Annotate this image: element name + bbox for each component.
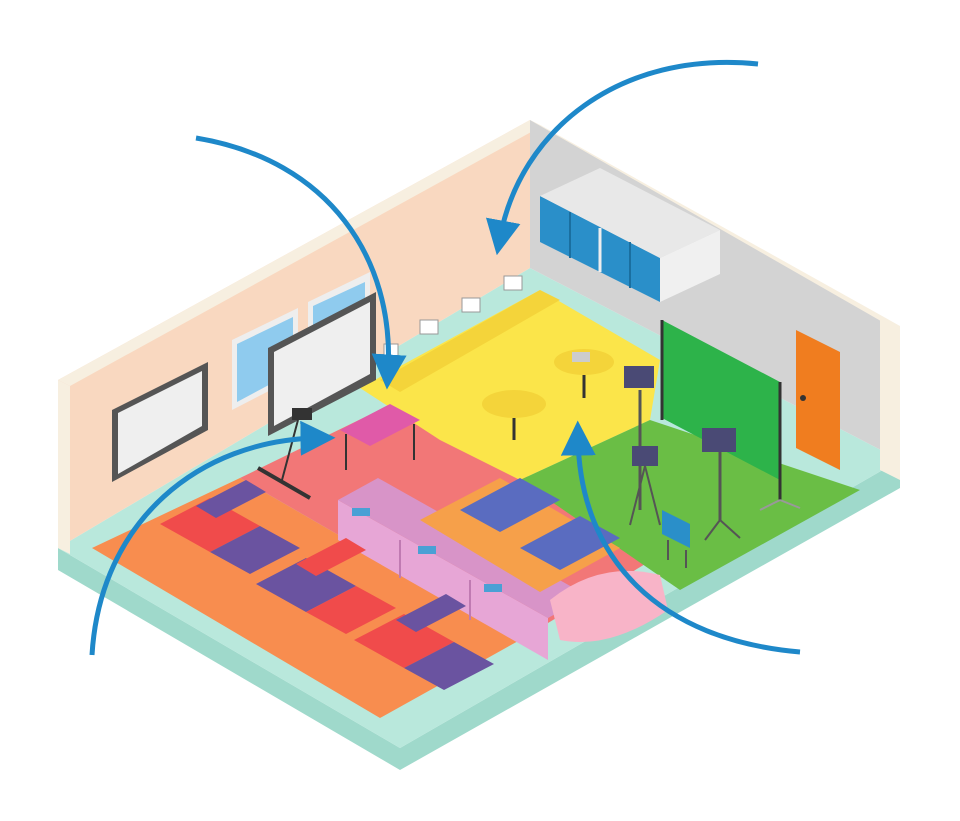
- studio-light-icon: [702, 428, 736, 452]
- book-icon: [418, 546, 436, 554]
- camera-icon: [632, 446, 658, 466]
- traditional-desks: [160, 480, 494, 690]
- wall-cabinets: [540, 168, 720, 302]
- laptop-icon: [461, 297, 481, 313]
- laptop-icon: [503, 275, 523, 291]
- presentation-table: [340, 404, 420, 470]
- studio-chair: [662, 510, 690, 568]
- book-icon: [352, 508, 370, 516]
- curved-arrow-icon: [195, 135, 407, 390]
- wall-whiteboard-small: [112, 362, 208, 482]
- curved-arrow-icon: [89, 420, 336, 656]
- curved-arrows: [89, 60, 801, 656]
- studio-light-right: [702, 428, 741, 541]
- laptop-icon: [419, 319, 439, 335]
- studio-light-icon: [624, 366, 654, 388]
- door: [796, 330, 840, 470]
- interactive-whiteboard: [268, 292, 376, 481]
- curved-arrow-icon: [485, 60, 759, 256]
- round-tables: [482, 349, 614, 440]
- green-screen: [660, 320, 801, 511]
- camera-tripod: [629, 446, 661, 526]
- curved-arrow-icon: [560, 420, 801, 655]
- book-icon: [484, 584, 502, 592]
- floor-cable: [257, 466, 311, 500]
